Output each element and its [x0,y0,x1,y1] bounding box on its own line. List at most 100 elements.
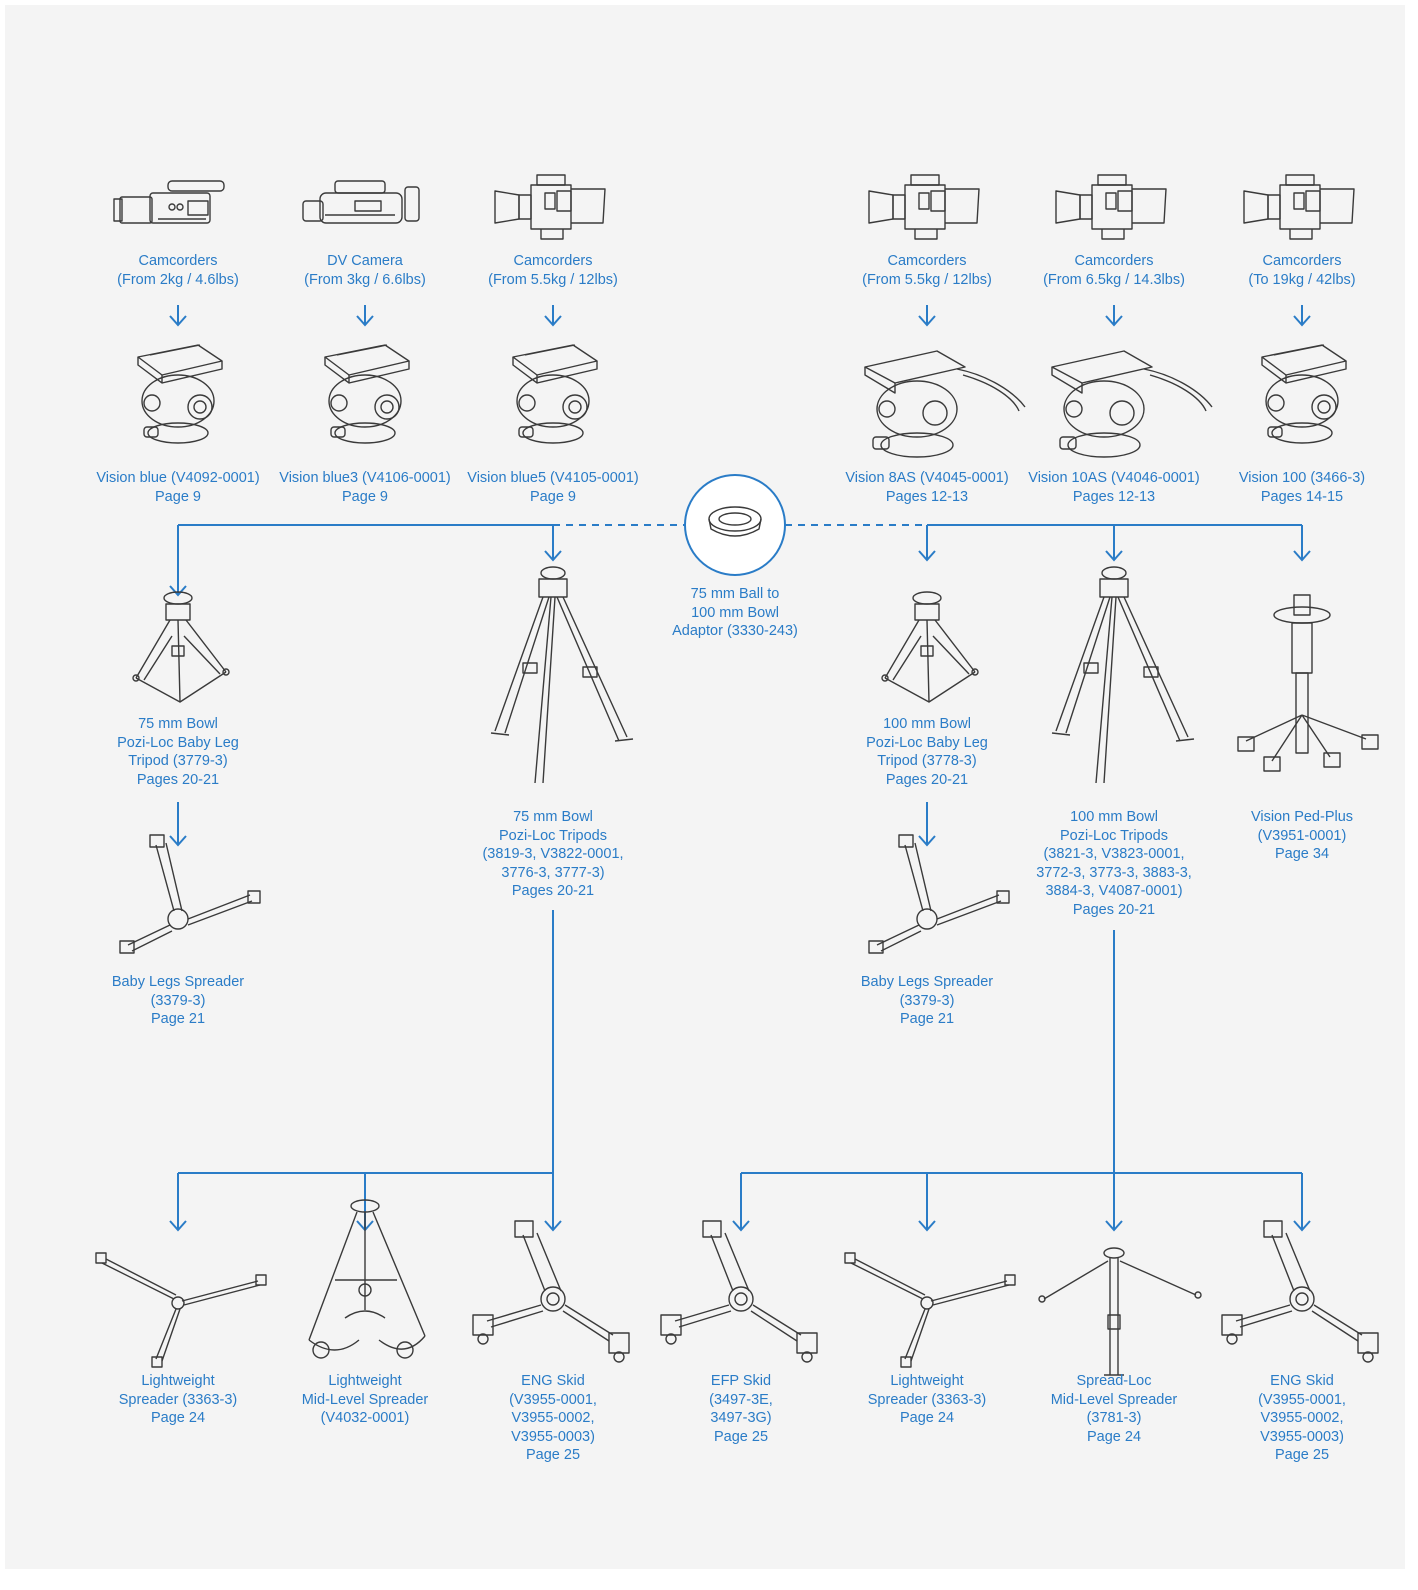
caption-line: Pages 12-13 [1072,488,1156,505]
camera-caption: Camcorders(From 2kg / 4.6lbs) [83,252,273,289]
caption-line: Mid-Level Spreader [1050,1391,1178,1408]
head-caption: Vision 100 (3466-3) Pages 14-15 [1207,469,1397,506]
tripod-icon [1051,566,1195,784]
handheld-camcorder-icon [113,180,225,224]
head-caption: Vision 8AS (V4045-0001)Pages 12-13 [832,469,1022,506]
camera-caption: DV Camera (From 3kg / 6.6lbs) [270,252,460,289]
caption-line: (V3955-0001, [509,1391,597,1408]
caption-line: Page 25 [525,1447,581,1463]
caption-line: Pages 20-21 [511,883,595,899]
caption-line: 100 mm Bowl [883,716,971,732]
caption-line: Pages 12-13 [885,488,969,505]
caption-line: (3379-3) [150,992,206,1009]
arrow-head [169,835,187,847]
caption-line: Baby Legs Spreader [860,974,994,990]
caption-line: Camcorders [1074,253,1154,269]
arrow-head [1105,550,1123,562]
arrow-head [356,315,374,327]
baby-legs-spreader-icon [119,834,261,954]
fluid-head-icon [137,344,223,444]
ground-spreader-icon [95,1252,267,1368]
support-caption: Vision Ped-Plus(V3951-0001)Page 34 [1207,808,1397,864]
skid-dolly-icon [472,1220,630,1363]
caption-line: Page 24 [1086,1428,1142,1445]
caption-line: (To 19kg / 42lbs) [1248,271,1356,288]
shoulder-camcorder-icon [868,174,980,240]
camera-caption: Camcorders(To 19kg / 42lbs) [1207,252,1397,289]
caption-line: DV Camera [327,253,403,269]
caption-line: 75 mm Bowl [513,809,593,825]
caption-line: 3776-3, 3777-3) [501,864,605,881]
arrow-head [1105,315,1123,327]
arrow-head [918,1220,936,1232]
baby-leg-tripod-icon [132,591,230,703]
fluid-head-with-pan-bar-icon [1051,350,1213,458]
caption-line: 75 mm Ball to [690,586,780,602]
caption-line: V3955-0002, [511,1410,595,1426]
arrow-head [544,550,562,562]
arrow-head [169,315,187,327]
caption-line: V3955-0003) [1260,1428,1344,1445]
caption-line: Vision blue3 (V4106-0001) [279,470,451,486]
diagram-canvas: Camcorders(From 2kg / 4.6lbs) DV Camera (F… [5,5,1405,1569]
fluid-head-with-pan-bar-icon [864,350,1026,458]
camera-caption: Camcorders(From 6.5kg / 14.3lbs) [1019,252,1209,289]
accessory-caption: ENG Skid(V3955-0001,V3955-0002,V3955-000… [1207,1372,1397,1465]
pedestal-icon [1237,594,1379,772]
caption-line: Page 9 [155,488,201,505]
caption-line: Vision blue (V4092-0001) [96,470,260,486]
arrow-head [918,835,936,847]
caption-line: Pozi-Loc Baby Leg [866,734,988,751]
caption-line: EFP Skid [710,1373,772,1389]
caption-line: 75 mm Bowl [138,716,218,732]
tripod-icon [490,566,634,784]
arrow-head [918,315,936,327]
caption-line: Camcorders [138,253,218,269]
caption-line: Page 24 [150,1410,206,1426]
arrow-head [544,315,562,327]
spreader-caption: Baby Legs Spreader(3379-3)Page 21 [83,973,273,1029]
caption-line: Tripod (3778-3) [877,753,977,769]
accessory-caption: ENG Skid(V3955-0001,V3955-0002,V3955-000… [458,1372,648,1465]
baby-leg-tripod-icon [881,591,979,703]
arrow-head [918,550,936,562]
arrow-head [169,585,187,597]
shoulder-camcorder-icon [1055,174,1167,240]
caption-line: Pages 14-15 [1260,488,1344,505]
arrow-head [169,1220,187,1232]
caption-line: (3781-3) [1086,1410,1142,1426]
dv-camera-icon [302,180,420,224]
baby-legs-spreader-icon [868,834,1010,954]
fluid-head-icon [1261,344,1347,444]
spread-loc-spreader-icon [1038,1247,1202,1376]
caption-line: Camcorders [513,253,593,269]
caption-line: (From 5.5kg / 12lbs) [862,271,992,288]
caption-line: Adaptor (3330-243) [672,623,798,639]
caption-line: Vision Ped-Plus [1250,809,1354,825]
caption-line: (V3955-0001, [1258,1391,1346,1408]
caption-line: Page 21 [899,1011,955,1027]
caption-line: Vision 100 (3466-3) [1238,470,1366,486]
caption-line: (From 3kg / 6.6lbs) [304,271,426,288]
caption-line: Tripod (3779-3) [128,753,228,769]
caption-line: Vision 10AS (V4046-0001) [1028,470,1200,486]
caption-line: Pozi-Loc Baby Leg [117,734,239,751]
accessory-caption: EFP Skid(3497-3E,3497-3G)Page 25 [646,1372,836,1446]
caption-line: (3497-3E, [709,1391,773,1408]
caption-line: (3821-3, V3823-0001, [1043,846,1185,862]
caption-line: Lightweight [890,1373,964,1389]
caption-line: Pozi-Loc Tripods [499,827,607,844]
skid-dolly-icon [660,1220,818,1363]
caption-line: (V4032-0001) [320,1410,410,1426]
arrow-head [732,1220,750,1232]
caption-line: Lightweight [328,1373,402,1389]
head-caption: Vision blue (V4092-0001) Page 9 [83,469,273,506]
head-caption: Vision 10AS (V4046-0001) Pages 12-13 [1019,469,1209,506]
caption-line: (3379-3) [899,992,955,1009]
